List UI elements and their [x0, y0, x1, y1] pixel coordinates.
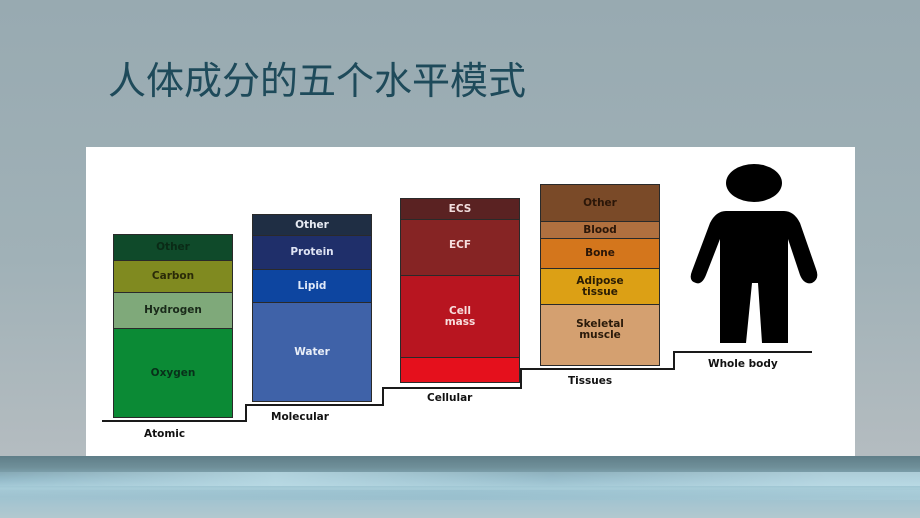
segment-other: Other: [114, 235, 232, 261]
segment-adipose-tissue: Adipose tissue: [541, 269, 659, 305]
body-composition-diagram: Other Carbon Hydrogen Oxygen Atomic Othe…: [86, 147, 855, 456]
segment-skeletal-muscle: Skeletal muscle: [541, 305, 659, 365]
segment-carbon: Carbon: [114, 261, 232, 293]
segment-ecs: ECS: [401, 199, 519, 220]
segment-hydrogen: Hydrogen: [114, 293, 232, 329]
ocean-footer-banner: [0, 456, 920, 518]
level-label-whole-body: Whole body: [708, 358, 778, 370]
segment-other: Other: [253, 215, 371, 236]
slide-title: 人体成分的五个水平模式: [108, 59, 527, 103]
level-label-atomic: Atomic: [144, 428, 186, 440]
segment-cell-mass: Cell mass: [401, 276, 519, 358]
cellular-stack: ECS ECF Cell mass: [400, 198, 520, 383]
segment-oxygen: Oxygen: [114, 329, 232, 417]
segment-water: Water: [253, 303, 371, 401]
human-silhouette-icon: [690, 164, 818, 343]
atomic-stack: Other Carbon Hydrogen Oxygen: [113, 234, 233, 418]
segment-bone: Bone: [541, 239, 659, 269]
tissues-stack: Other Blood Bone Adipose tissue Skeletal…: [540, 184, 660, 366]
level-label-tissues: Tissues: [568, 375, 613, 387]
segment-unlabeled: [401, 358, 519, 382]
segment-other: Other: [541, 185, 659, 222]
level-label-cellular: Cellular: [427, 392, 473, 404]
segment-ecf: ECF: [401, 220, 519, 276]
molecular-stack: Other Protein Lipid Water: [252, 214, 372, 402]
segment-blood: Blood: [541, 222, 659, 239]
segment-lipid: Lipid: [253, 270, 371, 303]
level-label-molecular: Molecular: [271, 411, 329, 423]
staircase-line: [102, 351, 812, 422]
segment-protein: Protein: [253, 236, 371, 270]
